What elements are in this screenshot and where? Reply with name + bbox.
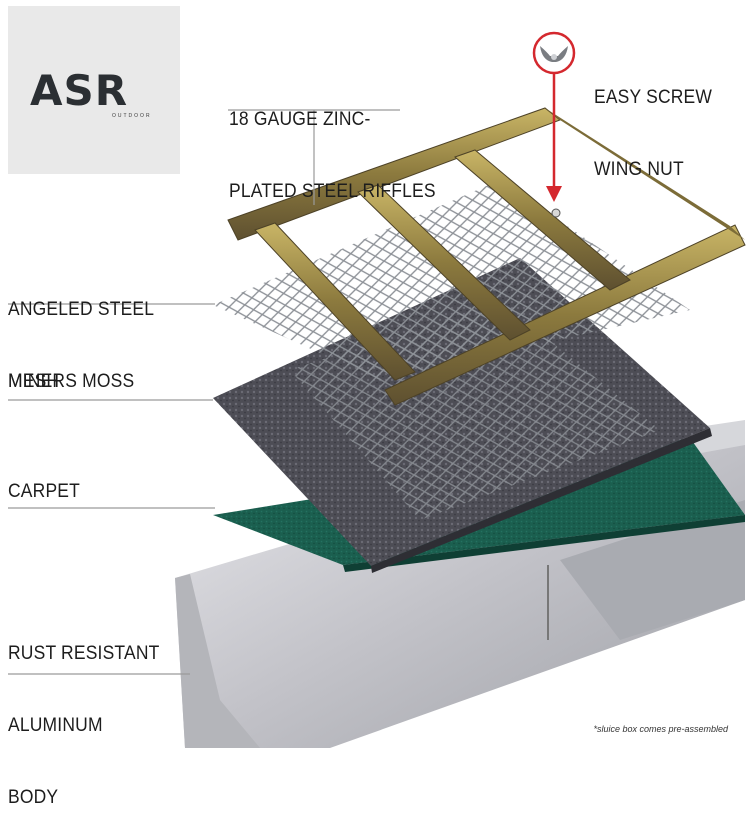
logo: ASR — [30, 66, 129, 115]
label-wing-nut: EASY SCREW WING NUT — [594, 87, 713, 180]
label-mesh: ANGELED STEEL MESH — [8, 299, 155, 392]
label-riffles: 18 GAUGE ZINC- PLATED STEEL RIFFLES — [229, 109, 436, 202]
logo-subtext: OUTDOOR — [112, 113, 152, 119]
leader-lines — [8, 109, 400, 675]
label-carpet: CARPET — [8, 481, 81, 502]
logo-box: ASR OUTDOOR — [8, 6, 180, 174]
sluice-exploded-diagram — [8, 31, 746, 748]
steel-riffles — [227, 107, 746, 406]
red-arrow — [546, 73, 562, 202]
wing-nut-icon — [532, 31, 576, 75]
footnote: *sluice box comes pre-assembled — [593, 724, 728, 734]
label-moss: MINERS MOSS — [8, 371, 135, 392]
label-body: RUST RESISTANT ALUMINUM BODY — [8, 643, 160, 808]
